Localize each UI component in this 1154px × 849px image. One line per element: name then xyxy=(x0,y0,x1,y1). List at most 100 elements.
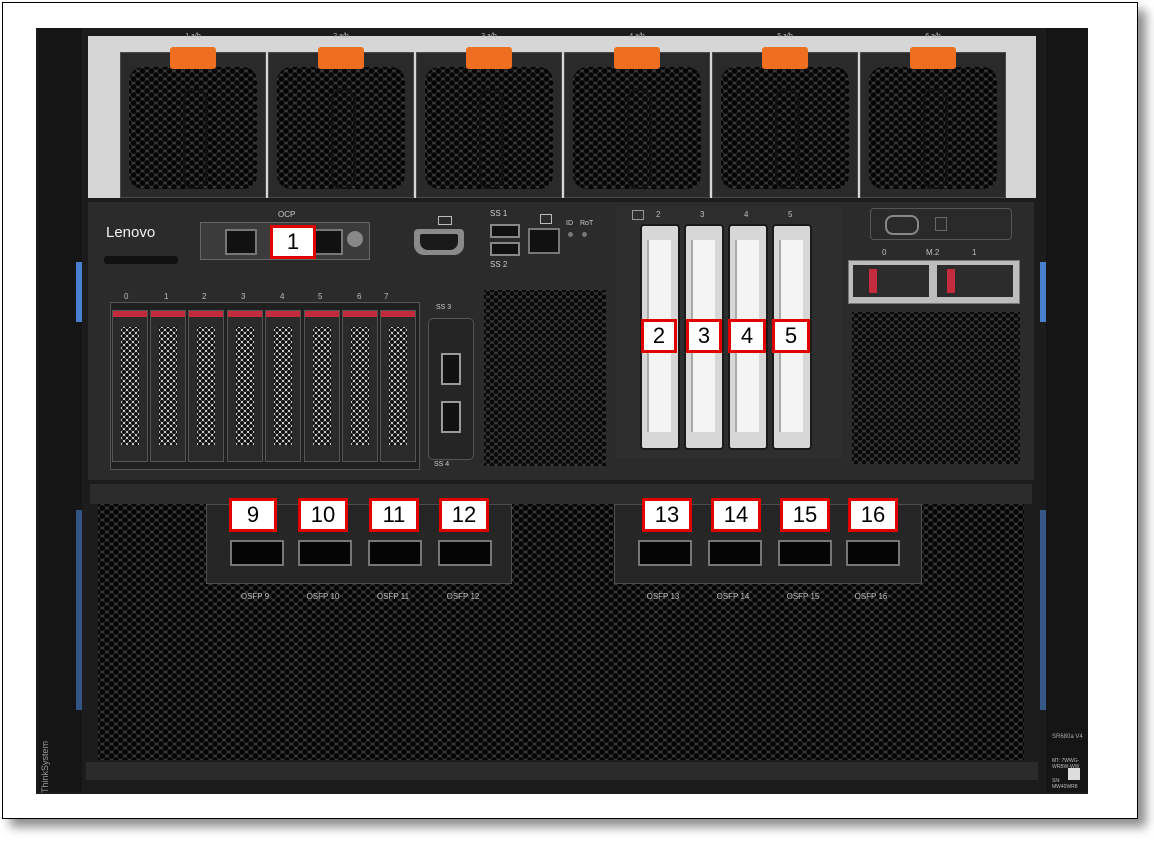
fan-grill xyxy=(869,67,997,189)
drive-bezel-mesh xyxy=(159,327,177,445)
drive-bay-0[interactable] xyxy=(112,310,148,462)
fan-module-5[interactable]: 5 a/b xyxy=(712,33,858,198)
callout-2: 2 xyxy=(641,319,677,353)
fan-label: 5 a/b xyxy=(777,33,793,40)
right-lower-latch[interactable] xyxy=(1040,510,1046,710)
m2-latch[interactable] xyxy=(947,269,955,293)
fan-handle[interactable] xyxy=(627,89,651,189)
power-module[interactable] xyxy=(870,208,1012,240)
rot-label: RoT xyxy=(580,220,594,227)
fan-label: 4 a/b xyxy=(629,33,645,40)
usb-port-4[interactable] xyxy=(441,401,461,433)
callout-1: 1 xyxy=(270,225,316,259)
fan-handle[interactable] xyxy=(479,89,503,189)
led-indicator-icon xyxy=(935,217,947,231)
drive-bay-1[interactable] xyxy=(150,310,186,462)
fan-grill xyxy=(721,67,849,189)
left-blue-latch[interactable] xyxy=(76,262,82,322)
drive-latch[interactable] xyxy=(381,311,415,317)
drive-bay-7[interactable] xyxy=(380,310,416,462)
m2-title-label: M.2 xyxy=(926,248,940,257)
usb-port-2[interactable] xyxy=(490,242,520,256)
fan-handle[interactable] xyxy=(183,89,207,189)
osfp-label: OSFP 10 xyxy=(306,592,340,601)
drive-latch[interactable] xyxy=(113,311,147,317)
fan-handle[interactable] xyxy=(331,89,355,189)
fan-module-6[interactable]: 6 a/b xyxy=(860,33,1006,198)
osfp-port-9[interactable] xyxy=(230,540,284,566)
bottom-rail xyxy=(86,762,1038,780)
sn-label: SN: MW40WR8 xyxy=(1052,778,1078,790)
osfp-port-10[interactable] xyxy=(298,540,352,566)
left-lower-latch[interactable] xyxy=(76,510,82,710)
drive-bay-label: 6 xyxy=(357,292,362,301)
drive-latch[interactable] xyxy=(266,311,300,317)
pull-out-tab[interactable] xyxy=(104,256,178,264)
fan-module-4[interactable]: 4 a/b xyxy=(564,33,710,198)
vga-port[interactable] xyxy=(414,229,464,255)
drive-bay-4[interactable] xyxy=(265,310,301,462)
osfp-port-15[interactable] xyxy=(778,540,832,566)
fan-handle[interactable] xyxy=(923,89,947,189)
drive-latch[interactable] xyxy=(228,311,262,317)
drive-latch[interactable] xyxy=(189,311,223,317)
drive-bay-6[interactable] xyxy=(342,310,378,462)
m2-drive-0[interactable] xyxy=(853,265,929,297)
m2-right-label: 1 xyxy=(972,248,977,257)
drive-bay-2[interactable] xyxy=(188,310,224,462)
drive-bay-5[interactable] xyxy=(304,310,340,462)
pcie-slot-label: 4 xyxy=(744,210,749,219)
fan-module-2[interactable]: 2 a/b xyxy=(268,33,414,198)
front-usb-panel xyxy=(428,318,474,460)
drive-latch[interactable] xyxy=(151,311,185,317)
drive-bezel-mesh xyxy=(389,327,407,445)
osfp-port-11[interactable] xyxy=(368,540,422,566)
right-blue-latch[interactable] xyxy=(1040,262,1046,322)
drive-bay-3[interactable] xyxy=(227,310,263,462)
model-label: SR680a V4 xyxy=(1052,734,1083,740)
fan-grill xyxy=(277,67,405,189)
callout-14: 14 xyxy=(711,498,761,532)
monitor-icon xyxy=(438,216,452,225)
qr-code-icon xyxy=(1068,768,1080,780)
osfp-label: OSFP 12 xyxy=(446,592,480,601)
power-button[interactable] xyxy=(885,215,919,235)
fan-release-tab[interactable] xyxy=(170,47,216,69)
mt-label: MT: 7WWG-WRBW-WW xyxy=(1052,758,1080,770)
fan-release-tab[interactable] xyxy=(466,47,512,69)
callout-12: 12 xyxy=(439,498,489,532)
management-port[interactable] xyxy=(528,228,560,254)
m2-latch[interactable] xyxy=(869,269,877,293)
thinksystem-side-logo: ThinkSystem xyxy=(40,740,50,793)
fan-release-tab[interactable] xyxy=(614,47,660,69)
osfp-port-14[interactable] xyxy=(708,540,762,566)
m2-adapter xyxy=(848,260,1020,304)
drive-bay-label: 4 xyxy=(280,292,285,301)
riser-icon xyxy=(632,210,644,220)
fan-release-tab[interactable] xyxy=(762,47,808,69)
osfp-port-12[interactable] xyxy=(438,540,492,566)
usb-port-1[interactable] xyxy=(490,224,520,238)
fan-grill xyxy=(573,67,701,189)
m2-drive-1[interactable] xyxy=(937,265,1013,297)
drive-bay-label: 0 xyxy=(124,292,129,301)
osfp-port-13[interactable] xyxy=(638,540,692,566)
ocp-port-1[interactable] xyxy=(225,229,257,255)
osfp-label: OSFP 14 xyxy=(716,592,750,601)
callout-16: 16 xyxy=(848,498,898,532)
fan-handle[interactable] xyxy=(775,89,799,189)
fan-release-tab[interactable] xyxy=(910,47,956,69)
osfp-port-16[interactable] xyxy=(846,540,900,566)
fan-release-tab[interactable] xyxy=(318,47,364,69)
ocp-port-2[interactable] xyxy=(311,229,343,255)
callout-15: 15 xyxy=(780,498,830,532)
drive-latch[interactable] xyxy=(305,311,339,317)
fan-module-1[interactable]: 1 a/b xyxy=(120,33,266,198)
fan-label: 2 a/b xyxy=(333,33,349,40)
fan-module-3[interactable]: 3 a/b xyxy=(416,33,562,198)
thumbscrew-icon[interactable] xyxy=(347,231,363,247)
usb-port-3[interactable] xyxy=(441,353,461,385)
id-label: ID xyxy=(566,220,573,227)
drive-latch[interactable] xyxy=(343,311,377,317)
fan-label: 1 a/b xyxy=(185,33,201,40)
